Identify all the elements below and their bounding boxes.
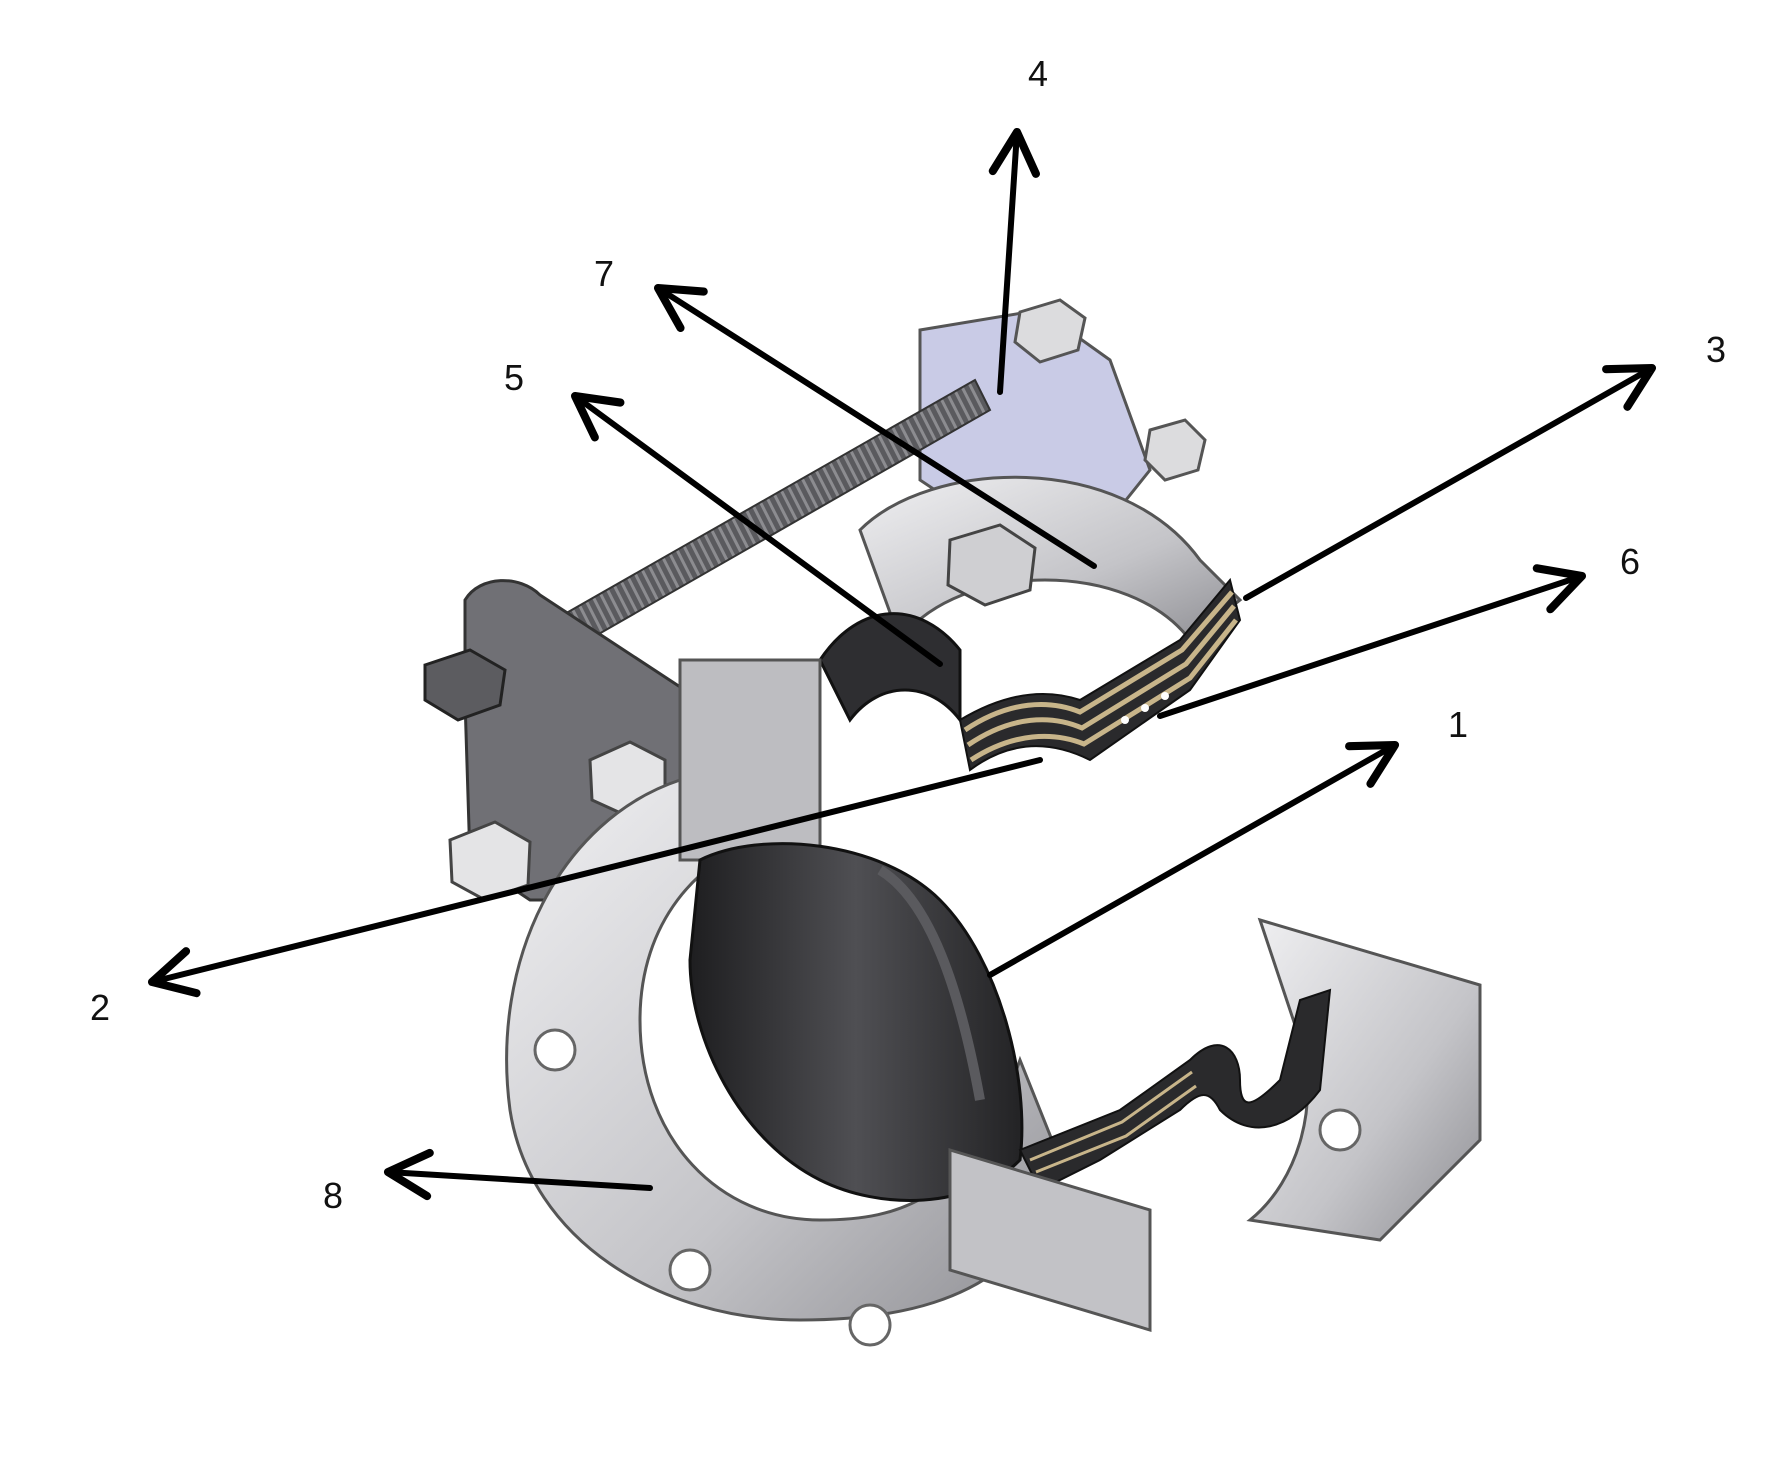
arrow-2 xyxy=(147,757,1043,998)
callout-label-2: 2 xyxy=(90,987,110,1028)
joint-illustration xyxy=(423,298,1482,1347)
arrow-3 xyxy=(1243,363,1657,601)
arrow-1 xyxy=(987,740,1400,978)
callout-label-3: 3 xyxy=(1706,329,1726,370)
arrow-6 xyxy=(1157,564,1587,719)
bolt-hole xyxy=(668,1248,712,1292)
arrow-4 xyxy=(988,127,1040,395)
rear-flange xyxy=(858,475,1243,644)
bolt-hole xyxy=(848,1303,892,1347)
callout-label-7: 7 xyxy=(594,253,614,294)
callout-label-1: 1 xyxy=(1448,704,1468,745)
rubber-bore xyxy=(688,842,1024,1202)
front-plate-nut-rod xyxy=(423,648,507,722)
flange-block-lower xyxy=(948,1147,1152,1333)
rubber-arch-ridge xyxy=(877,865,985,1101)
rear-top-nut xyxy=(1013,298,1087,364)
arrow-5 xyxy=(570,391,943,667)
rear-flange-bolt xyxy=(946,523,1037,607)
fabric-plies-upper xyxy=(958,577,1242,772)
callout-labels: 1 2 3 4 5 6 7 8 xyxy=(90,53,1726,1216)
bolt-hole xyxy=(533,1028,577,1072)
arrow-7 xyxy=(653,283,1097,569)
bolt-hole xyxy=(1318,1108,1362,1152)
arrow-8 xyxy=(383,1148,653,1201)
callout-label-8: 8 xyxy=(323,1175,343,1216)
callout-arrows xyxy=(147,127,1657,1201)
callout-label-6: 6 xyxy=(1620,541,1640,582)
rear-side-nut xyxy=(1143,418,1207,482)
callout-label-5: 5 xyxy=(504,357,524,398)
rubber-body-arch xyxy=(818,612,962,725)
callout-label-4: 4 xyxy=(1028,53,1048,94)
lower-rubber-plies xyxy=(1018,988,1332,1192)
